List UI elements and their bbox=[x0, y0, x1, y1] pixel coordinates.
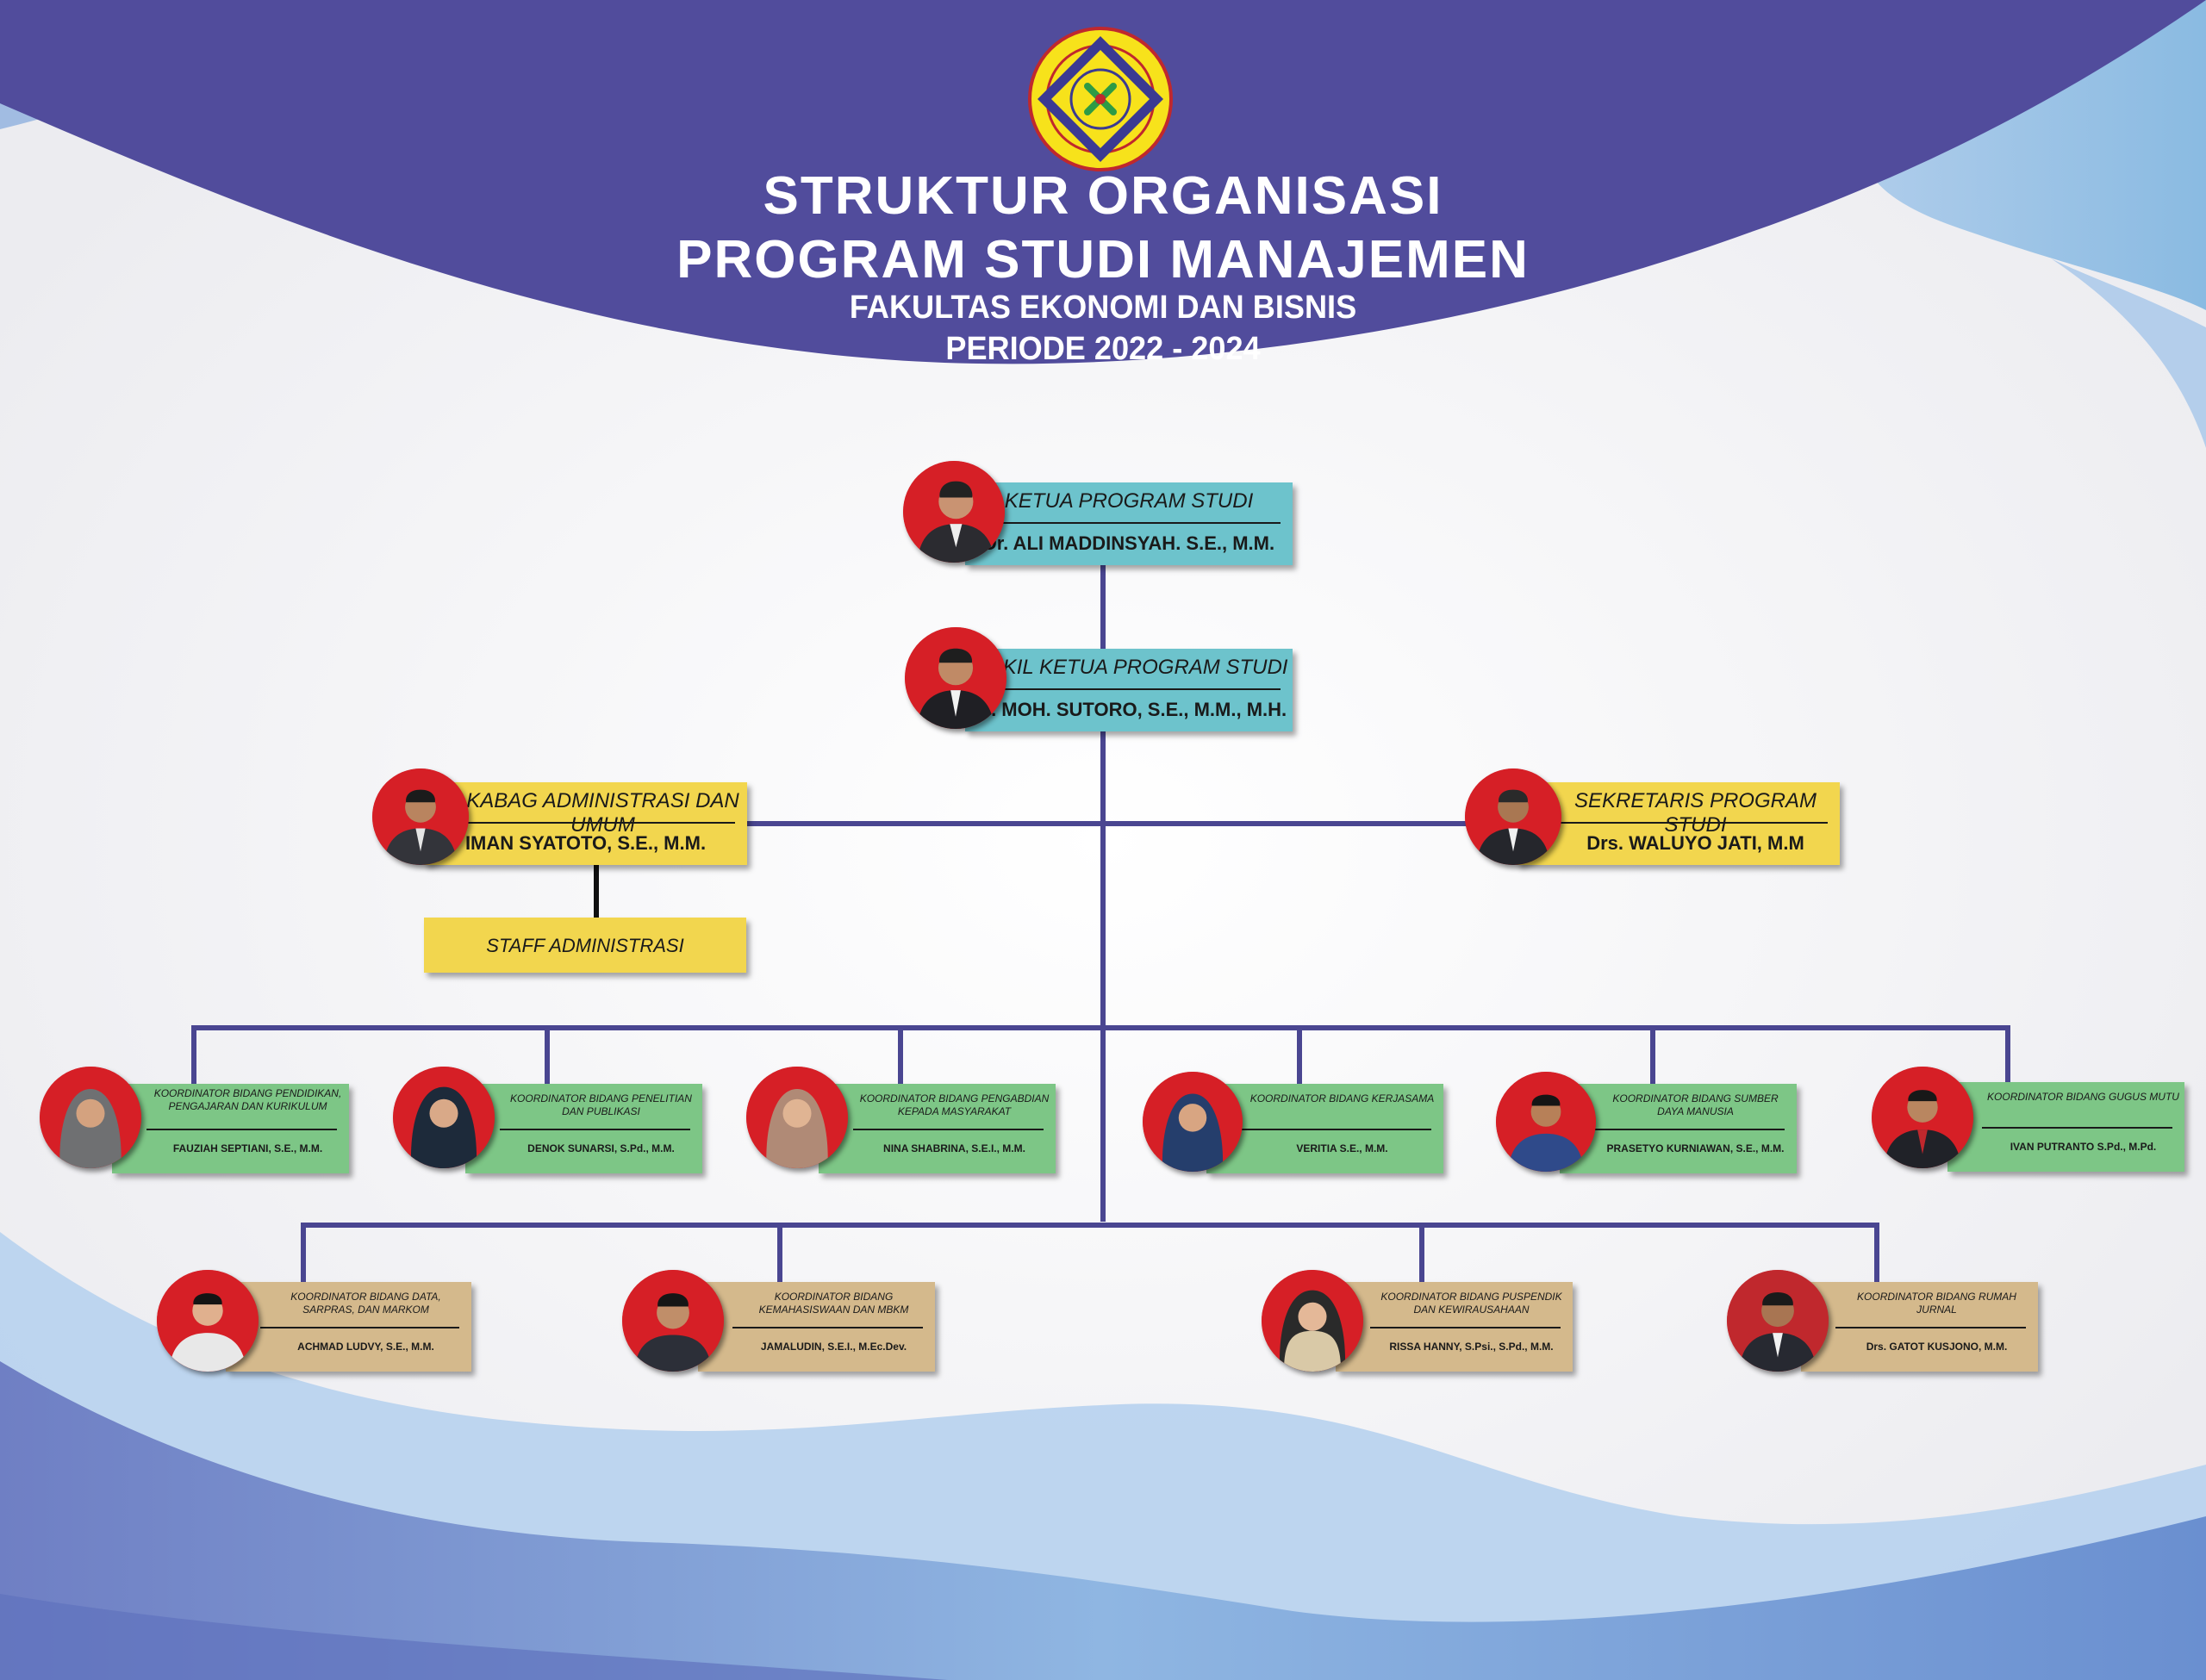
coordinator-name: Drs. GATOT KUSJONO, M.M. bbox=[1866, 1341, 2008, 1353]
coordinator-name: DENOK SUNARSI, S.Pd., M.M. bbox=[527, 1142, 675, 1154]
person-photo-icon bbox=[1872, 1067, 1973, 1168]
avatar-coordinator bbox=[1262, 1270, 1363, 1372]
card-coordinator: KOORDINATOR BIDANG PENGABDIAN KEPADA MAS… bbox=[819, 1084, 1056, 1173]
avatar-sekretaris bbox=[1465, 768, 1561, 865]
card-wakil: WAKIL KETUA PROGRAM STUDI Dr. MOH. SUTOR… bbox=[965, 649, 1293, 731]
person-photo-icon bbox=[1262, 1270, 1363, 1372]
divider bbox=[146, 1129, 337, 1130]
person-photo-icon bbox=[1465, 768, 1561, 865]
avatar-wakil bbox=[905, 627, 1006, 729]
divider bbox=[1551, 822, 1828, 824]
coordinator-role: KOORDINATOR BIDANG DATA, SARPRAS, DAN MA… bbox=[290, 1291, 441, 1316]
coordinator-name: ACHMAD LUDVY, S.E., M.M. bbox=[297, 1341, 434, 1353]
card-coordinator: KOORDINATOR BIDANG RUMAH JURNAL Drs. GAT… bbox=[1801, 1282, 2038, 1372]
divider bbox=[260, 1327, 459, 1328]
divider bbox=[1835, 1327, 2026, 1328]
avatar-coordinator bbox=[157, 1270, 259, 1372]
card-coordinator: KOORDINATOR BIDANG DATA, SARPRAS, DAN MA… bbox=[226, 1282, 471, 1372]
coordinator-role: KOORDINATOR BIDANG SUMBER DAYA MANUSIA bbox=[1612, 1092, 1779, 1117]
coordinator-name: PRASETYO KURNIAWAN, S.E., M.M. bbox=[1606, 1142, 1785, 1154]
divider bbox=[1370, 1327, 1561, 1328]
divider bbox=[1000, 522, 1281, 524]
coordinator-role: KOORDINATOR BIDANG PENDIDIKAN, PENGAJARA… bbox=[153, 1087, 342, 1112]
person-photo-icon bbox=[1143, 1072, 1243, 1172]
divider bbox=[853, 1129, 1044, 1130]
person-photo-icon bbox=[393, 1067, 495, 1168]
faculty-subtitle: FAKULTAS EKONOMI DAN BISNIS bbox=[849, 289, 1357, 326]
coordinator-name: NINA SHABRINA, S.E.I., M.M. bbox=[883, 1142, 1025, 1154]
name-wakil: Dr. MOH. SUTORO, S.E., M.M., M.H. bbox=[970, 699, 1287, 720]
card-coordinator: KOORDINATOR BIDANG PENELITIAN DAN PUBLIK… bbox=[465, 1084, 702, 1173]
card-ketua: KETUA PROGRAM STUDI Dr. ALI MADDINSYAH. … bbox=[965, 482, 1293, 565]
card-coordinator: KOORDINATOR BIDANG KEMAHASISWAAN DAN MBK… bbox=[698, 1282, 935, 1372]
role-wakil: WAKIL KETUA PROGRAM STUDI bbox=[969, 656, 1288, 679]
card-coordinator: KOORDINATOR BIDANG PUSPENDIK DAN KEWIRAU… bbox=[1336, 1282, 1573, 1372]
divider bbox=[1241, 1129, 1431, 1130]
avatar-coordinator bbox=[40, 1067, 141, 1168]
person-photo-icon bbox=[746, 1067, 848, 1168]
person-photo-icon bbox=[40, 1067, 141, 1168]
avatar-coordinator bbox=[1496, 1072, 1596, 1172]
card-coordinator: KOORDINATOR BIDANG KERJASAMA VERITIA S.E… bbox=[1206, 1084, 1443, 1173]
avatar-coordinator bbox=[1727, 1270, 1829, 1372]
person-photo-icon bbox=[1496, 1072, 1596, 1172]
person-photo-icon bbox=[622, 1270, 724, 1372]
staff-label: STAFF ADMINISTRASI bbox=[486, 935, 684, 956]
person-photo-icon bbox=[903, 461, 1005, 563]
person-photo-icon bbox=[1727, 1270, 1829, 1372]
coordinator-name: FAUZIAH SEPTIANI, S.E., M.M. bbox=[172, 1142, 323, 1154]
period-subtitle: PERIODE 2022 - 2024 bbox=[945, 331, 1261, 367]
avatar-kabag bbox=[372, 768, 469, 865]
role-kabag: KABAG ADMINISTRASI DAN UMUM bbox=[466, 789, 739, 837]
coordinator-role: KOORDINATOR BIDANG RUMAH JURNAL bbox=[1857, 1291, 2016, 1316]
card-coordinator: KOORDINATOR BIDANG PENDIDIKAN, PENGAJARA… bbox=[112, 1084, 349, 1173]
card-sekretaris: SEKRETARIS PROGRAM STUDI Drs. WALUYO JAT… bbox=[1517, 782, 1840, 865]
person-photo-icon bbox=[905, 627, 1006, 729]
divider bbox=[500, 1129, 690, 1130]
name-ketua: Dr. ALI MADDINSYAH. S.E., M.M. bbox=[982, 532, 1275, 554]
divider bbox=[1594, 1129, 1785, 1130]
avatar-coordinator bbox=[1143, 1072, 1243, 1172]
name-sekretaris: Drs. WALUYO JATI, M.M bbox=[1586, 832, 1804, 854]
divider bbox=[458, 822, 735, 824]
coordinator-role: KOORDINATOR BIDANG KERJASAMA bbox=[1249, 1092, 1435, 1104]
coordinator-name: VERITIA S.E., M.M. bbox=[1296, 1142, 1388, 1154]
avatar-coordinator bbox=[746, 1067, 848, 1168]
coordinator-name: IVAN PUTRANTO S.Pd., M.Pd. bbox=[2010, 1141, 2157, 1153]
university-logo bbox=[1028, 27, 1173, 171]
coordinator-role: KOORDINATOR BIDANG GUGUS MUTU bbox=[1987, 1091, 2179, 1103]
divider bbox=[1000, 688, 1281, 690]
divider bbox=[1982, 1127, 2172, 1129]
role-sekretaris: SEKRETARIS PROGRAM STUDI bbox=[1574, 789, 1817, 837]
coordinator-role: KOORDINATOR BIDANG PUSPENDIK DAN KEWIRAU… bbox=[1380, 1291, 1562, 1316]
avatar-coordinator bbox=[622, 1270, 724, 1372]
coordinator-role: KOORDINATOR BIDANG KEMAHASISWAAN DAN MBK… bbox=[758, 1291, 909, 1316]
name-kabag: IMAN SYATOTO, S.E., M.M. bbox=[464, 832, 707, 854]
card-kabag: KABAG ADMINISTRASI DAN UMUM IMAN SYATOTO… bbox=[424, 782, 747, 865]
avatar-coordinator bbox=[1872, 1067, 1973, 1168]
card-coordinator: KOORDINATOR BIDANG SUMBER DAYA MANUSIA P… bbox=[1560, 1084, 1797, 1173]
avatar-coordinator bbox=[393, 1067, 495, 1168]
divider bbox=[732, 1327, 923, 1328]
coordinator-role: KOORDINATOR BIDANG PENGABDIAN KEPADA MAS… bbox=[859, 1092, 1050, 1117]
person-photo-icon bbox=[372, 768, 469, 865]
card-staff-administrasi: STAFF ADMINISTRASI bbox=[424, 918, 746, 973]
coordinator-name: JAMALUDIN, S.E.I., M.Ec.Dev. bbox=[760, 1341, 907, 1353]
card-coordinator: KOORDINATOR BIDANG GUGUS MUTU IVAN PUTRA… bbox=[1947, 1082, 2184, 1172]
person-photo-icon bbox=[157, 1270, 259, 1372]
coordinator-name: RISSA HANNY, S.Psi., S.Pd., M.M. bbox=[1389, 1341, 1554, 1353]
role-ketua: KETUA PROGRAM STUDI bbox=[1004, 489, 1254, 513]
avatar-ketua bbox=[903, 461, 1005, 563]
coordinator-role: KOORDINATOR BIDANG PENELITIAN DAN PUBLIK… bbox=[510, 1092, 692, 1117]
title-line-1: STRUKTUR ORGANISASI bbox=[763, 166, 1443, 226]
title-line-2: PROGRAM STUDI MANAJEMEN bbox=[676, 230, 1530, 289]
